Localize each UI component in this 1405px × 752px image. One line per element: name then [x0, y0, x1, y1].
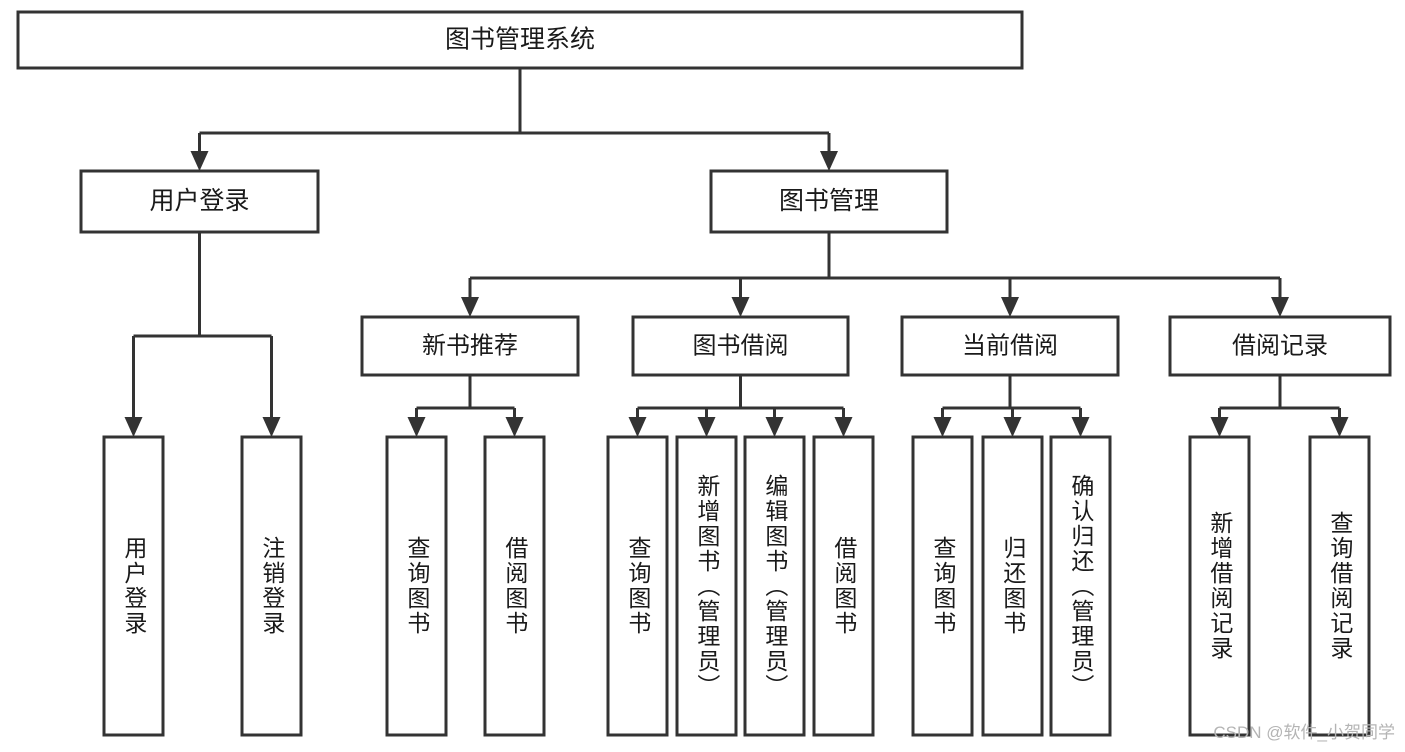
arrow-head-leaf — [1071, 417, 1090, 437]
arrow-head-l2 — [1271, 297, 1289, 317]
watermark-text: CSDN @软件_小贺同学 — [1213, 723, 1395, 742]
arrow-head-leaf — [1210, 417, 1229, 437]
node-box-leaf-10[interactable] — [1049, 435, 1112, 737]
node-box-leaf-8[interactable] — [911, 435, 974, 737]
node-box-l2-3[interactable] — [1168, 315, 1392, 377]
node-box-leaf-6[interactable] — [743, 435, 806, 737]
connectors-layer — [124, 68, 1349, 437]
node-box-leaf-7[interactable] — [812, 435, 875, 737]
node-box-leaf-11[interactable] — [1188, 435, 1251, 737]
node-box-l2-2[interactable] — [900, 315, 1120, 377]
node-box-l2-0[interactable] — [360, 315, 580, 377]
node-label-l2-3: 借阅记录 — [1232, 332, 1328, 359]
arrow-head-leaf — [933, 417, 952, 437]
node-label-l1-0: 用户登录 — [149, 187, 249, 215]
node-box-leaf-12[interactable] — [1308, 435, 1371, 737]
arrow-head-leaf — [628, 417, 647, 437]
arrow-head-leaf — [834, 417, 853, 437]
node-label-l2-0: 新书推荐 — [422, 332, 518, 359]
arrow-head-leaf — [1330, 417, 1349, 437]
node-box-l1-1[interactable] — [709, 169, 949, 234]
arrow-head-leaf — [505, 417, 524, 437]
arrow-head-l2 — [1001, 297, 1019, 317]
node-box-root[interactable] — [16, 10, 1024, 70]
node-label-root: 图书管理系统 — [445, 26, 595, 54]
arrow-head-l1 — [820, 151, 838, 171]
arrow-head-leaf — [124, 417, 143, 437]
node-label-l2-1: 图书借阅 — [693, 332, 789, 359]
node-box-leaf-5[interactable] — [675, 435, 738, 737]
arrow-head-leaf — [765, 417, 784, 437]
node-box-leaf-3[interactable] — [483, 435, 546, 737]
boxes-layer — [16, 10, 1392, 737]
node-label-l1-1: 图书管理 — [779, 187, 879, 215]
node-box-leaf-0[interactable] — [102, 435, 165, 737]
arrow-head-l2 — [731, 297, 750, 317]
node-box-leaf-2[interactable] — [385, 435, 448, 737]
arrow-head-leaf — [407, 417, 426, 437]
arrow-head-l2 — [461, 297, 479, 317]
arrow-head-l1 — [190, 151, 209, 171]
arrow-head-leaf — [1003, 417, 1022, 437]
node-box-leaf-4[interactable] — [606, 435, 669, 737]
arrow-head-leaf — [697, 417, 716, 437]
node-box-l1-0[interactable] — [79, 169, 320, 234]
arrow-head-leaf — [262, 417, 281, 437]
node-label-l2-2: 当前借阅 — [962, 332, 1058, 359]
node-box-l2-1[interactable] — [631, 315, 850, 377]
node-box-leaf-1[interactable] — [240, 435, 303, 737]
node-box-leaf-9[interactable] — [981, 435, 1044, 737]
